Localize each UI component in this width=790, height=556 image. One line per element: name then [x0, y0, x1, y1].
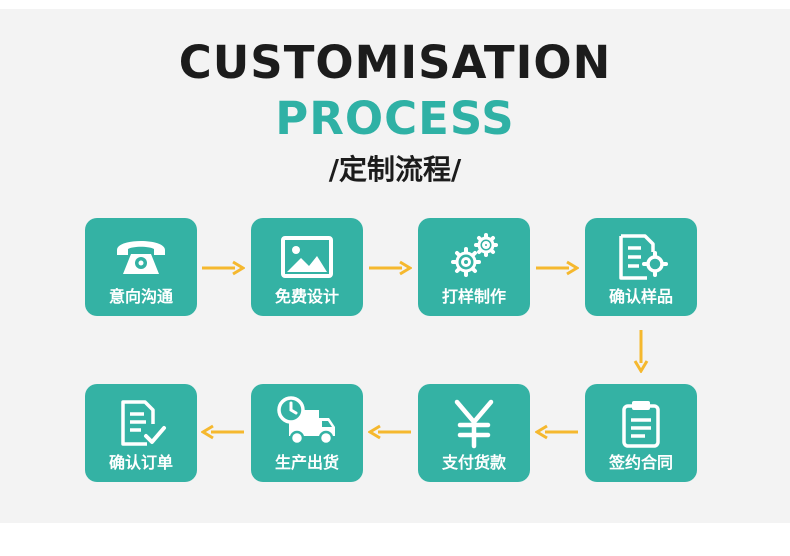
arrow-left-icon — [368, 424, 411, 440]
arrow-left-icon — [201, 424, 244, 440]
step-sign-contract: 签约合同 — [585, 384, 697, 482]
document-settings-icon — [585, 228, 697, 286]
step-confirm-order: 确认订单 — [85, 384, 197, 482]
step-inquiry-communication: 意向沟通 — [85, 218, 197, 316]
title-process: PROCESS — [275, 92, 515, 145]
title-customisation: CUSTOMISATION — [178, 36, 612, 89]
step-label: 免费设计 — [274, 287, 339, 306]
step-label: 签约合同 — [608, 453, 673, 472]
step-confirm-sample: 确认样品 — [585, 218, 697, 316]
step-label: 确认样品 — [608, 287, 673, 306]
step-label: 打样制作 — [441, 287, 506, 306]
step-production-shipping: 生产出货 — [251, 384, 363, 482]
clipboard-icon — [585, 394, 697, 452]
gears-icon — [418, 228, 530, 286]
step-label: 支付货款 — [441, 453, 506, 472]
telephone-icon — [85, 228, 197, 286]
arrow-right-icon — [536, 260, 579, 276]
image-icon — [251, 228, 363, 286]
arrow-down-icon — [633, 330, 649, 373]
step-label: 生产出货 — [274, 453, 339, 472]
arrow-left-icon — [535, 424, 578, 440]
step-sample-making: 打样制作 — [418, 218, 530, 316]
arrow-right-icon — [202, 260, 245, 276]
arrow-right-icon — [369, 260, 412, 276]
step-free-design: 免费设计 — [251, 218, 363, 316]
yen-icon — [418, 394, 530, 452]
step-label: 意向沟通 — [108, 287, 173, 306]
step-label: 确认订单 — [108, 453, 173, 472]
delivery-truck-icon — [251, 394, 363, 452]
step-payment: 支付货款 — [418, 384, 530, 482]
title-chinese-process: /定制流程/ — [328, 153, 462, 186]
document-check-icon — [85, 394, 197, 452]
